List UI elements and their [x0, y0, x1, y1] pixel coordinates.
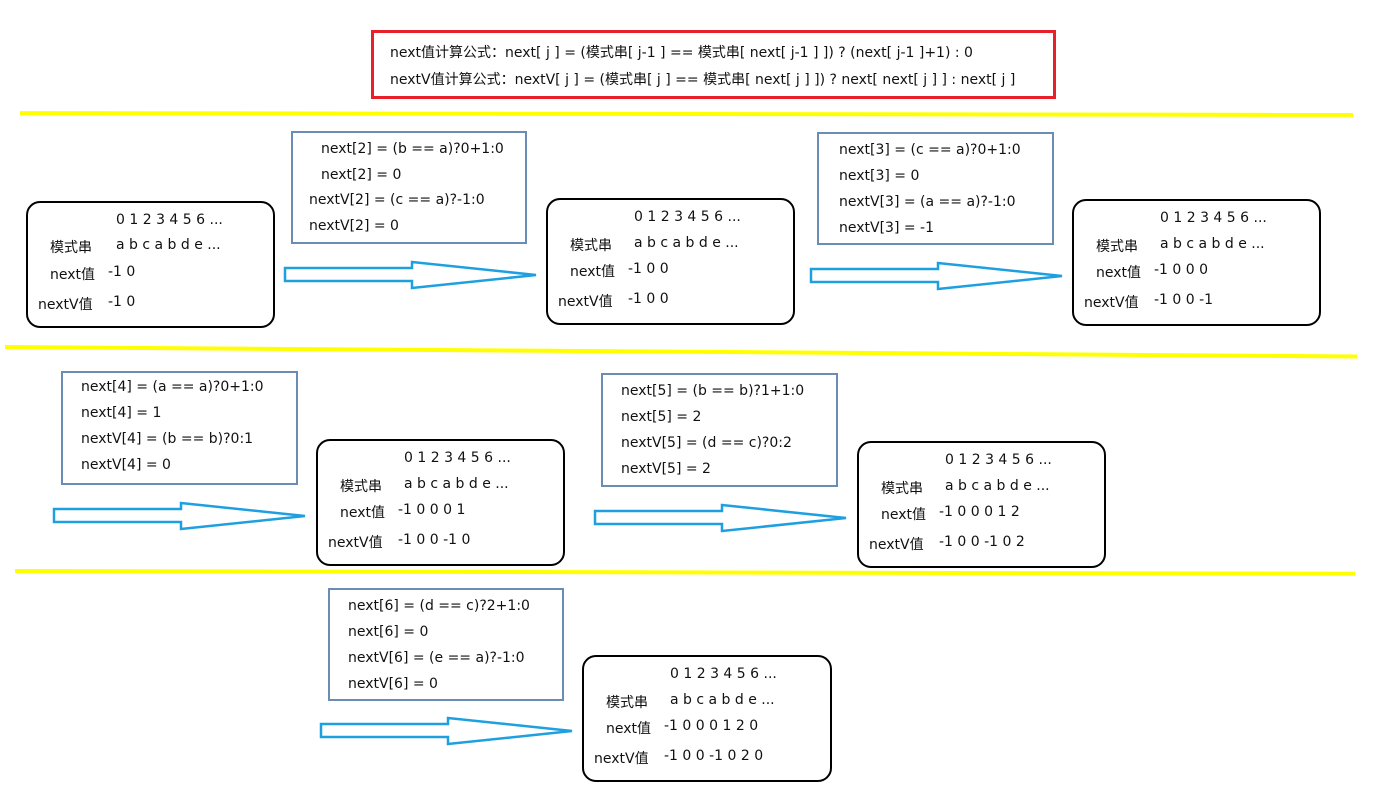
pattern-row: a b c a b d e ... [1160, 236, 1265, 252]
calc-line: nextV[3] = (a == a)?-1:0 [839, 194, 1016, 210]
calc-line: next[4] = (a == a)?0+1:0 [81, 379, 264, 395]
next-values: -1 0 0 0 1 2 0 [664, 718, 759, 734]
next-label: next值 [606, 721, 652, 737]
nextv-values: -1 0 0 [628, 291, 669, 307]
formula-box: next值计算公式：next[ j ] = (模式串[ j-1 ] == 模式串… [371, 30, 1056, 99]
state-box-4: 0 1 2 3 4 5 6 ... 模式串 a b c a b d e ... … [316, 439, 565, 566]
pattern-label: 模式串 [340, 479, 382, 495]
calc-box-j6: next[6] = (d == c)?2+1:0 next[6] = 0 nex… [328, 588, 564, 701]
next-formula: next值计算公式：next[ j ] = (模式串[ j-1 ] == 模式串… [390, 45, 973, 61]
calc-box-j2: next[2] = (b == a)?0+1:0 next[2] = 0 nex… [291, 131, 527, 244]
next-label: next值 [50, 267, 96, 283]
index-row: 0 1 2 3 4 5 6 ... [945, 452, 1052, 468]
arrow-right-icon [283, 260, 537, 290]
calc-box-j5: next[5] = (b == b)?1+1:0 next[5] = 2 nex… [601, 373, 838, 487]
next-label: next值 [1096, 265, 1142, 281]
calc-line: nextV[4] = 0 [81, 457, 171, 473]
pattern-row: a b c a b d e ... [404, 476, 509, 492]
calc-line: nextV[3] = -1 [839, 220, 935, 236]
arrow-right-icon [593, 503, 847, 533]
nextv-formula: nextV值计算公式：nextV[ j ] = (模式串[ j ] == 模式串… [390, 72, 1016, 88]
state-box-5: 0 1 2 3 4 5 6 ... 模式串 a b c a b d e ... … [857, 441, 1106, 568]
calc-line: next[3] = 0 [839, 168, 920, 184]
pattern-row: a b c a b d e ... [945, 478, 1050, 494]
index-row: 0 1 2 3 4 5 6 ... [634, 209, 741, 225]
calc-line: next[5] = (b == b)?1+1:0 [621, 383, 805, 399]
calc-line: nextV[6] = (e == a)?-1:0 [348, 650, 525, 666]
calc-line: next[5] = 2 [621, 409, 702, 425]
next-values: -1 0 0 0 [1154, 262, 1209, 278]
state-box-2: 0 1 2 3 4 5 6 ... 模式串 a b c a b d e ... … [546, 198, 795, 325]
index-row: 0 1 2 3 4 5 6 ... [1160, 210, 1267, 226]
calc-line: nextV[5] = 2 [621, 461, 711, 477]
calc-box-j3: next[3] = (c == a)?0+1:0 next[3] = 0 nex… [817, 132, 1054, 245]
pattern-row: a b c a b d e ... [670, 692, 775, 708]
pattern-label: 模式串 [570, 238, 612, 254]
divider-1 [19, 111, 1354, 117]
divider-2 [4, 345, 1357, 359]
calc-line: nextV[6] = 0 [348, 676, 438, 692]
nextv-label: nextV值 [38, 297, 93, 313]
next-values: -1 0 [108, 264, 136, 280]
calc-line: next[6] = (d == c)?2+1:0 [348, 598, 530, 614]
state-box-6: 0 1 2 3 4 5 6 ... 模式串 a b c a b d e ... … [582, 655, 832, 782]
nextv-label: nextV值 [594, 751, 649, 767]
calc-line: next[3] = (c == a)?0+1:0 [839, 142, 1021, 158]
calc-line: nextV[2] = 0 [309, 218, 399, 234]
calc-line: next[4] = 1 [81, 405, 162, 421]
nextv-label: nextV值 [1084, 295, 1139, 311]
pattern-row: a b c a b d e ... [116, 237, 221, 253]
pattern-label: 模式串 [881, 481, 923, 497]
pattern-label: 模式串 [1096, 239, 1138, 255]
next-label: next值 [881, 507, 927, 523]
calc-box-j4: next[4] = (a == a)?0+1:0 next[4] = 1 nex… [61, 371, 298, 485]
next-values: -1 0 0 0 1 [398, 502, 466, 518]
next-values: -1 0 0 0 1 2 [939, 504, 1020, 520]
index-row: 0 1 2 3 4 5 6 ... [404, 450, 511, 466]
index-row: 0 1 2 3 4 5 6 ... [670, 666, 777, 682]
calc-line: next[6] = 0 [348, 624, 429, 640]
nextv-label: nextV值 [328, 535, 383, 551]
nextv-values: -1 0 0 -1 0 2 [939, 534, 1025, 550]
nextv-values: -1 0 0 -1 0 [398, 532, 471, 548]
arrow-right-icon [319, 716, 573, 746]
nextv-values: -1 0 0 -1 [1154, 292, 1214, 308]
arrow-right-icon [52, 501, 306, 531]
arrow-right-icon [809, 261, 1063, 291]
next-values: -1 0 0 [628, 261, 669, 277]
pattern-row: a b c a b d e ... [634, 235, 739, 251]
calc-line: nextV[5] = (d == c)?0:2 [621, 435, 792, 451]
state-box-3: 0 1 2 3 4 5 6 ... 模式串 a b c a b d e ... … [1072, 199, 1321, 326]
pattern-label: 模式串 [50, 240, 92, 256]
nextv-values: -1 0 0 -1 0 2 0 [664, 748, 764, 764]
nextv-values: -1 0 [108, 294, 136, 310]
pattern-label: 模式串 [606, 695, 648, 711]
calc-line: nextV[4] = (b == b)?0:1 [81, 431, 254, 447]
divider-3 [14, 569, 1356, 576]
nextv-label: nextV值 [558, 294, 613, 310]
next-label: next值 [340, 505, 386, 521]
calc-line: next[2] = (b == a)?0+1:0 [321, 141, 504, 157]
index-row: 0 1 2 3 4 5 6 ... [116, 212, 223, 228]
calc-line: nextV[2] = (c == a)?-1:0 [309, 192, 485, 208]
next-label: next值 [570, 264, 616, 280]
calc-line: next[2] = 0 [321, 167, 402, 183]
state-box-1: 0 1 2 3 4 5 6 ... 模式串 a b c a b d e ... … [26, 201, 275, 328]
nextv-label: nextV值 [869, 537, 924, 553]
